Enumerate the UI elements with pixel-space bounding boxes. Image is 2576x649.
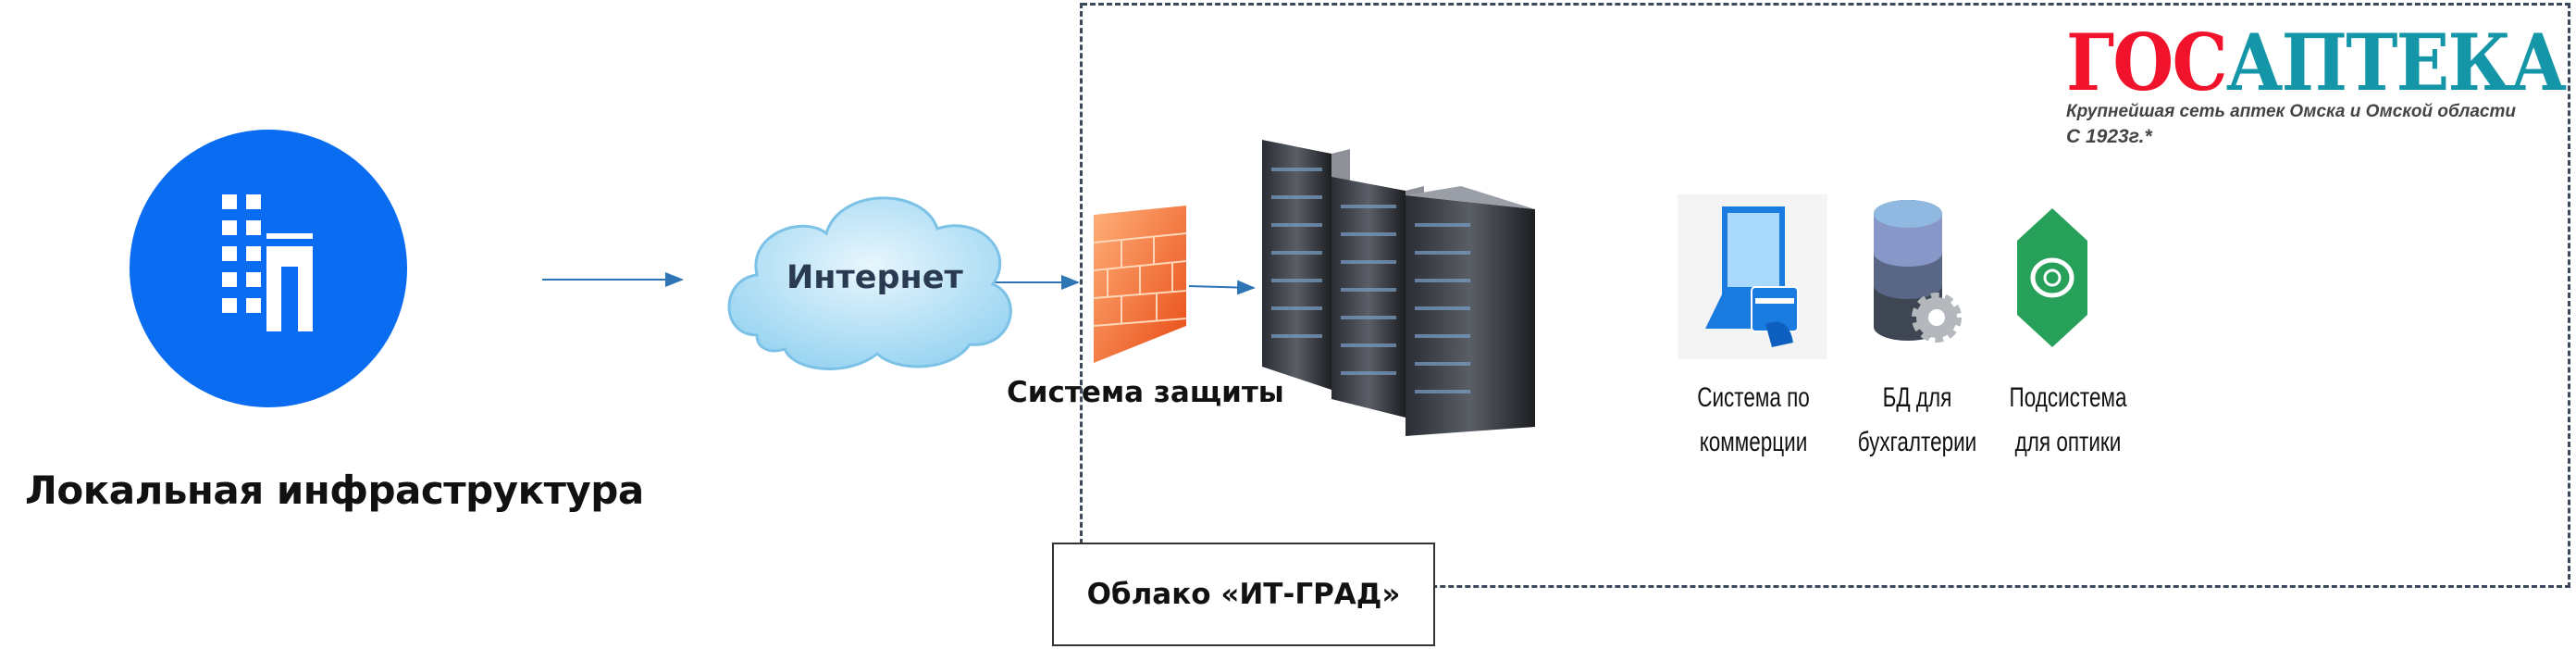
gosapteka-logo: ГОСАПТЕКА [2066, 24, 2567, 102]
firewall-icon [1093, 206, 1187, 363]
service-optics-label: Подсистема для оптики [2010, 376, 2127, 465]
service-accounting-line1: БД для [1882, 382, 1952, 413]
service-commerce-line2: коммерции [1699, 427, 1808, 457]
service-commerce-label: Система по коммерции [1697, 376, 1810, 465]
cloud-boundary-left [1080, 3, 1083, 544]
service-optics-line1: Подсистема [2009, 382, 2127, 413]
laptop-payment-icon [1678, 194, 1827, 359]
service-accounting-line2: бухгалтерии [1857, 427, 1977, 457]
cloud-icon [727, 196, 1012, 370]
server-rack-icon [1262, 140, 1535, 436]
cloud-provider-label: Облако «ИТ-ГРАД» [1052, 543, 1435, 646]
service-optics-line2: для оптики [2014, 427, 2122, 457]
logo-part2: АПТЕКА [2225, 17, 2567, 108]
building-icon [130, 130, 407, 407]
service-accounting-db-label: БД для бухгалтерии [1858, 376, 1976, 465]
logo-part1: ГОС [2066, 17, 2228, 108]
service-commerce-line1: Система по [1697, 382, 1810, 413]
eye-icon [2017, 208, 2087, 347]
internet-label: Интернет [786, 259, 963, 296]
firewall-label: Система защиты [1007, 376, 1284, 409]
logo-tagline: Крупнейшая сеть аптек Омска и Омской обл… [2066, 102, 2516, 121]
local-infrastructure-label: Локальная инфраструктура [25, 468, 644, 513]
arrow-firewall-to-servers [1188, 280, 1256, 295]
logo-since: С 1923г.* [2066, 126, 2152, 147]
cloud-boundary [1082, 3, 2570, 588]
database-gear-icon [1874, 200, 1962, 343]
